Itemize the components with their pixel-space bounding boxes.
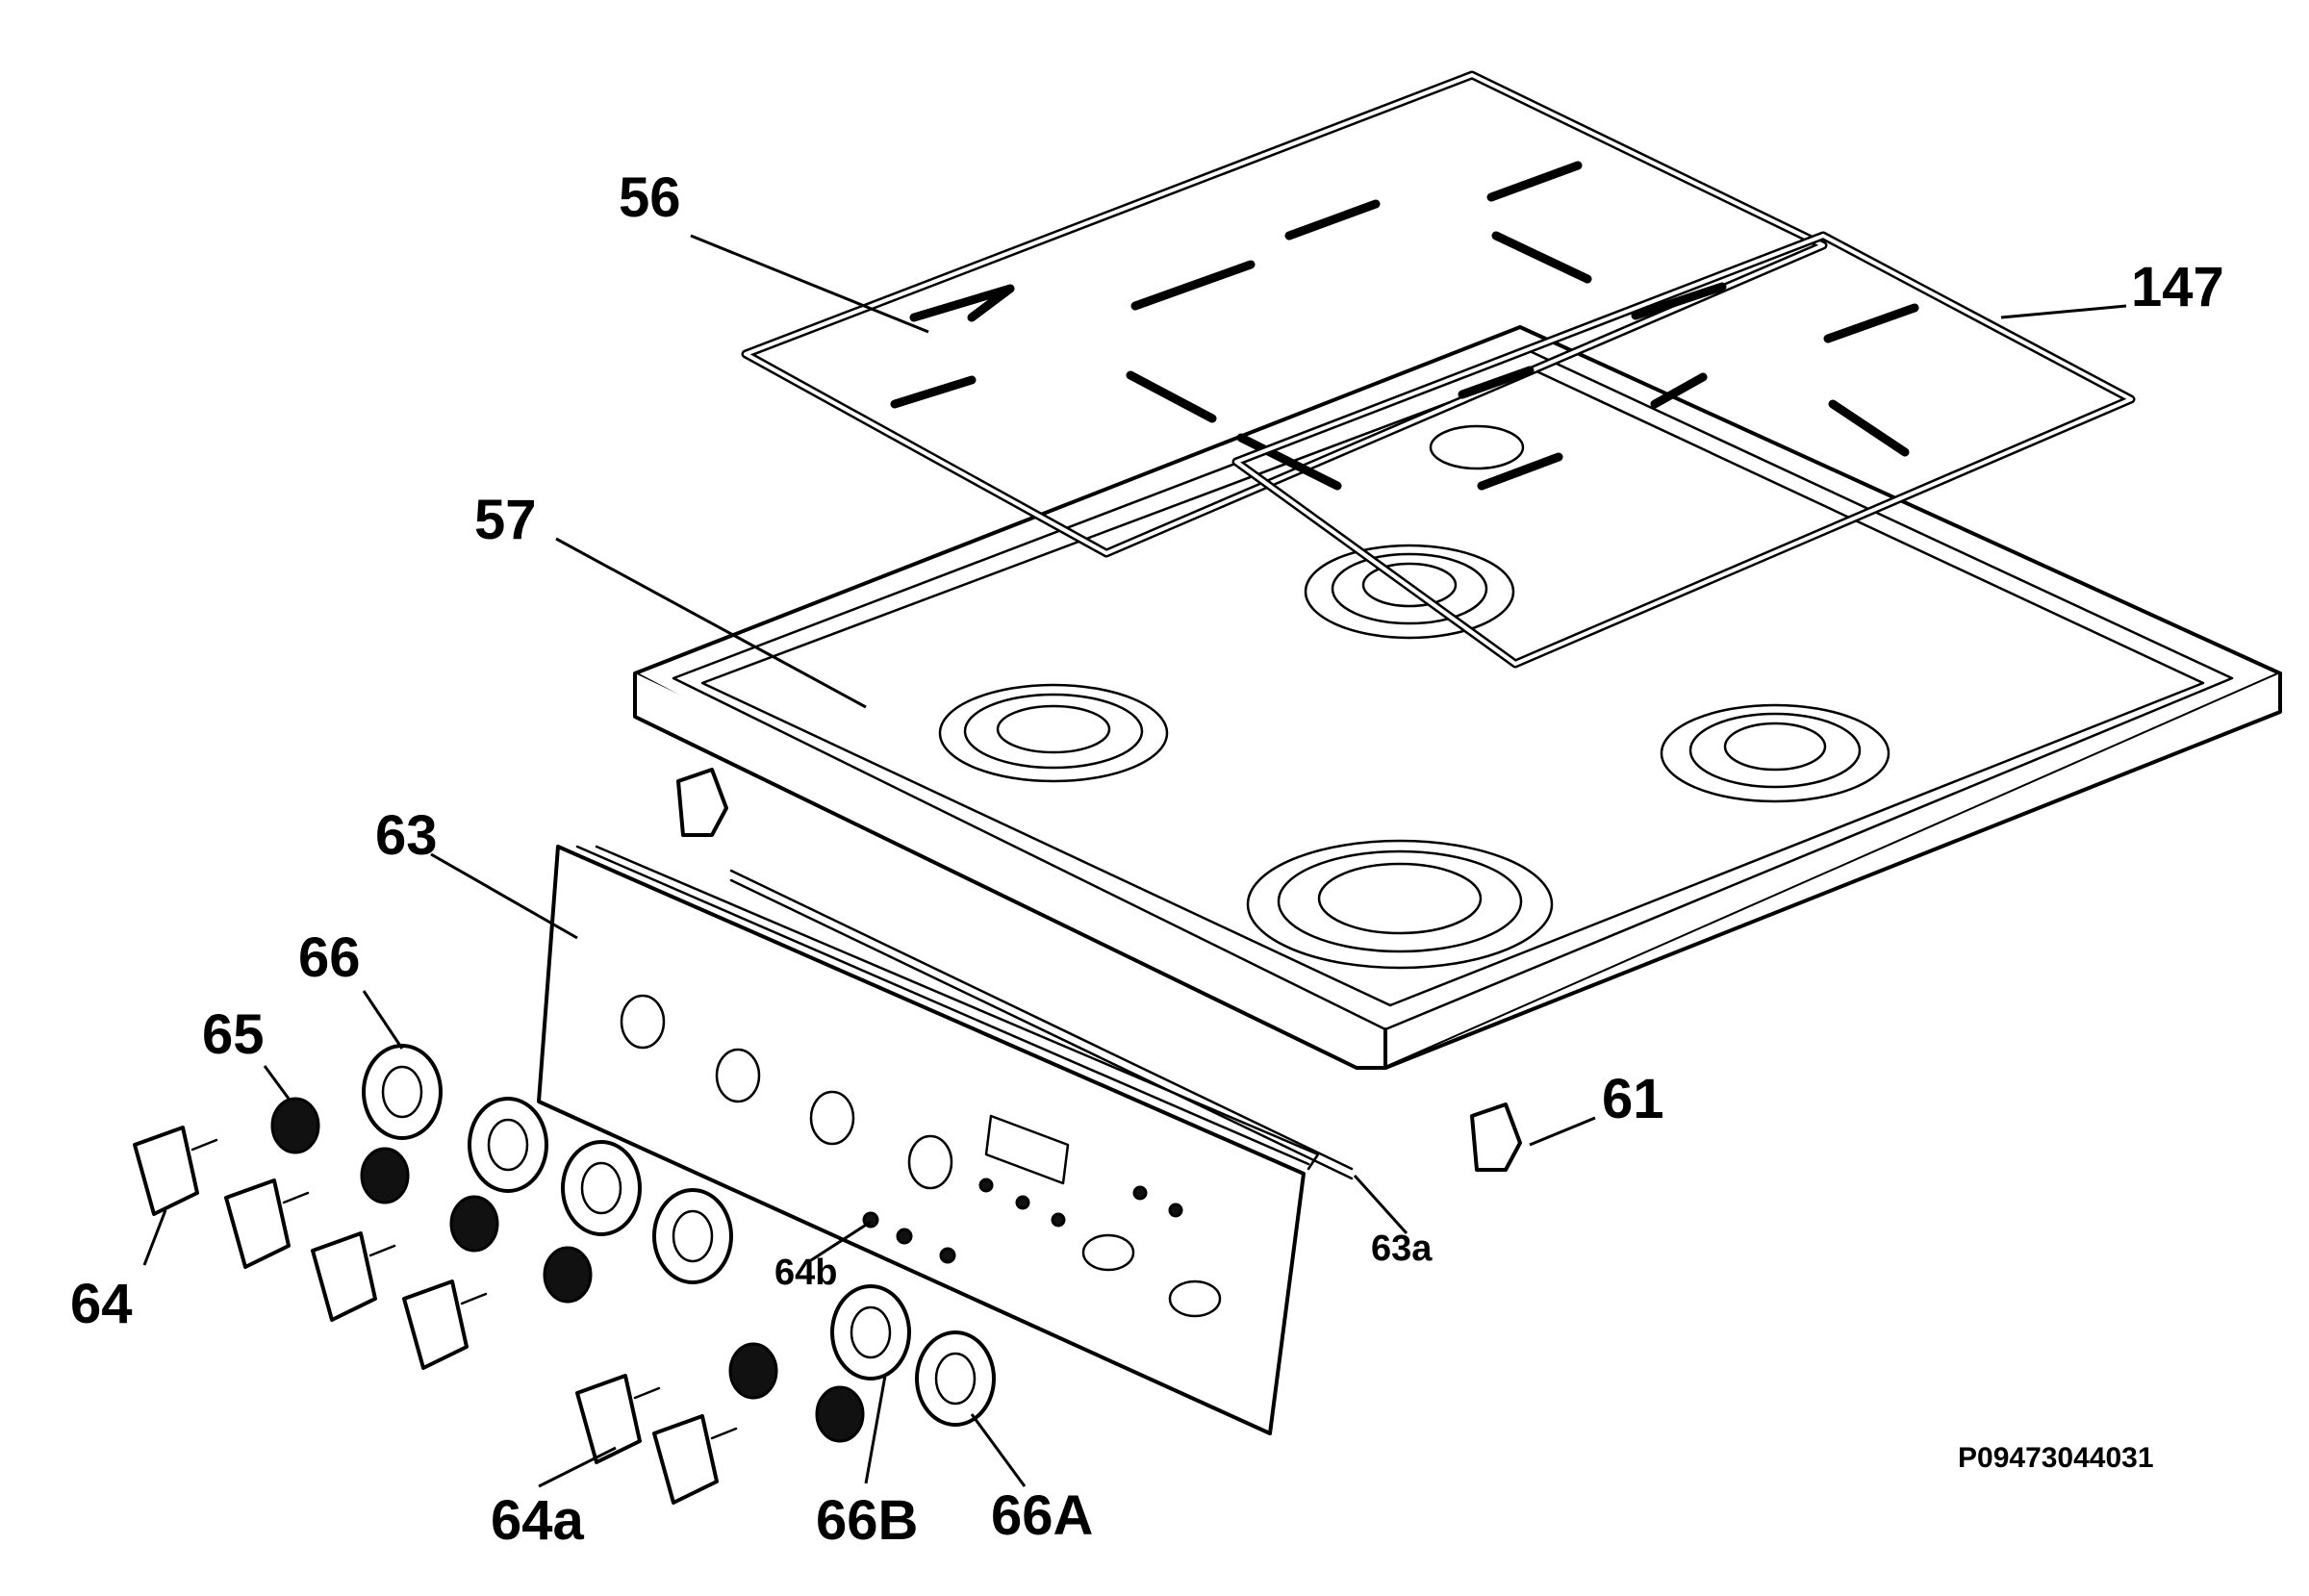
bezels — [362, 1044, 996, 1427]
knob-inserts — [270, 1097, 865, 1443]
leader-lines — [142, 234, 2127, 1488]
bracket-left — [676, 768, 728, 837]
burner-back — [1304, 544, 1515, 640]
label-56: 56 — [619, 166, 681, 229]
label-64b: 64b — [774, 1253, 837, 1293]
label-64a: 64a — [491, 1489, 585, 1552]
knobs — [133, 1126, 738, 1505]
label-65: 65 — [202, 1003, 265, 1066]
drawing-code: P09473044031 — [1958, 1442, 2154, 1474]
control-panel — [537, 845, 1320, 1435]
label-66: 66 — [298, 926, 361, 989]
label-63a: 63a — [1371, 1229, 1433, 1269]
part-labels: 56 147 57 63 66 65 61 63a 64 64b 64a 66B… — [70, 166, 2224, 1552]
label-66B: 66B — [816, 1489, 918, 1552]
trim-strip — [729, 869, 1354, 1180]
label-64: 64 — [70, 1273, 133, 1335]
bracket-right — [1470, 1102, 1522, 1172]
label-66A: 66A — [991, 1484, 1093, 1547]
burner-right — [1660, 703, 1890, 803]
label-147: 147 — [2131, 256, 2224, 318]
burner-front-center — [1246, 839, 1554, 970]
label-61: 61 — [1602, 1068, 1664, 1130]
pan-support-grate-right — [1231, 231, 2136, 669]
label-57: 57 — [474, 489, 537, 551]
label-63: 63 — [375, 804, 438, 867]
pan-support-grate-left — [741, 70, 1828, 558]
burner-front-left — [938, 683, 1169, 783]
